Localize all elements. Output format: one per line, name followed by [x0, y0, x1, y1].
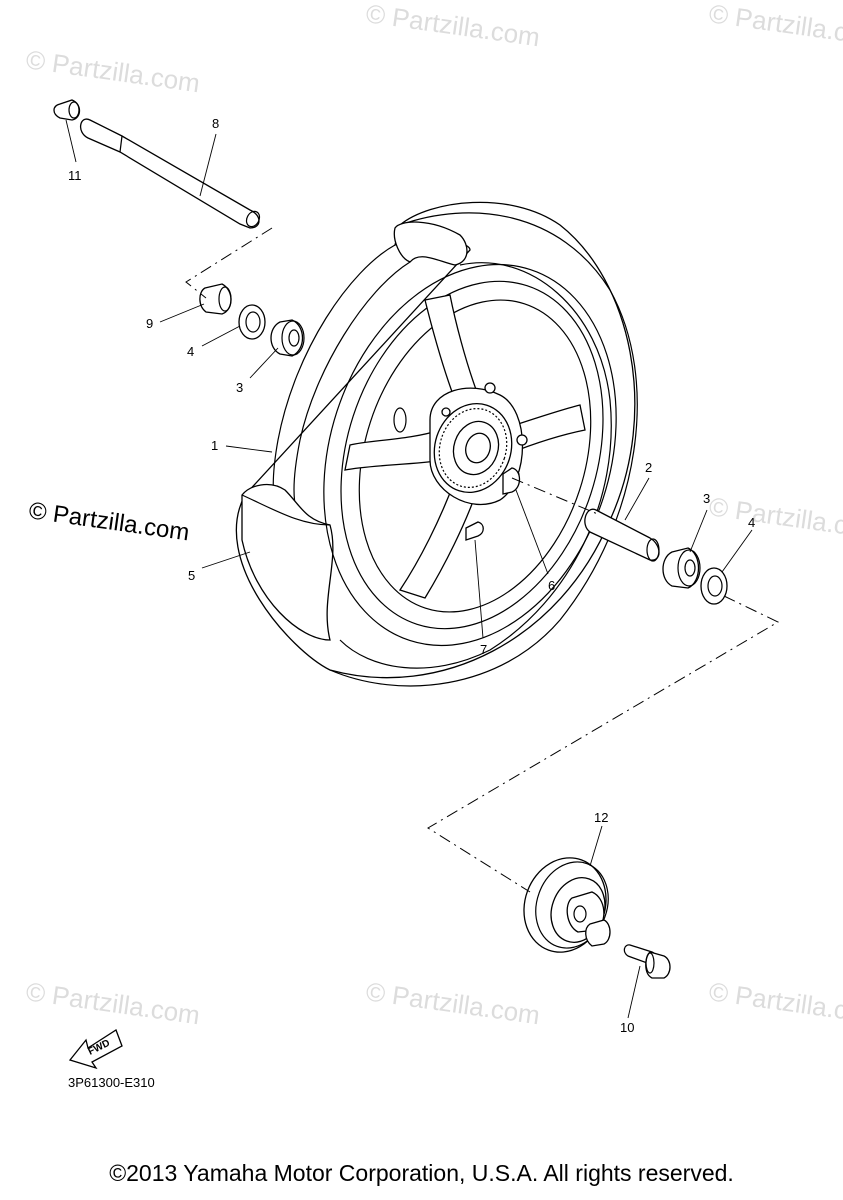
copyright-notice: ©2013 Yamaha Motor Corporation, U.S.A. A… [109, 1160, 734, 1186]
collar-9-end [218, 286, 232, 312]
leader-2 [624, 477, 650, 521]
diagram-code: 3P61300-E310 [68, 1075, 155, 1090]
callout-8: 8 [212, 116, 219, 131]
hub-bolt-1 [484, 382, 496, 394]
bearing-3-right-face [677, 549, 701, 587]
spacer-2-end [646, 538, 660, 562]
axle-8-step [119, 135, 123, 153]
gear-12-drive [585, 919, 611, 947]
watermark-8: © Partzilla.com [707, 976, 843, 1030]
callout-5: 5 [188, 568, 195, 583]
seal-4-left [238, 304, 266, 340]
hub-rotor-teeth [438, 408, 508, 488]
leader-12 [589, 825, 603, 867]
spacer-2 [584, 508, 660, 561]
bearing-3-left [270, 319, 304, 357]
bearing-3-right-inner [684, 559, 696, 577]
leader-11 [65, 119, 77, 163]
watermark-3: © Partzilla.com [707, 0, 843, 52]
leader-6 [515, 489, 549, 575]
rim-outer [323, 263, 617, 647]
callout-7: 7 [480, 642, 487, 657]
callout-10: 10 [620, 1020, 634, 1035]
callout-2: 2 [645, 460, 652, 475]
seal-4-right [700, 567, 728, 605]
valve-7 [465, 521, 484, 541]
spoke-top [424, 294, 479, 401]
watermark-7: © Partzilla.com [364, 976, 542, 1030]
callout-11: 11 [68, 168, 82, 183]
gear-12-rim [535, 861, 609, 949]
meter-gear-assembly [523, 857, 671, 979]
leader-lines [65, 119, 753, 1019]
bolt-10-head [645, 951, 671, 979]
wheel-assembly [235, 201, 638, 687]
watermark-5: © Partzilla.com [707, 491, 843, 545]
callout-12: 12 [594, 810, 608, 825]
rim-inner [358, 299, 592, 613]
leader-4a [201, 325, 241, 347]
leader-5 [201, 551, 251, 569]
spoke-hole [393, 407, 407, 433]
hub-bearing-inner [465, 432, 491, 464]
callout-3-right: 3 [703, 491, 710, 506]
fwd-arrow: FWD [68, 1029, 123, 1070]
leader-8 [199, 133, 217, 197]
watermark-1: © Partzilla.com [24, 44, 202, 98]
callout-3-left: 3 [236, 380, 243, 395]
bearing-3-right [662, 547, 700, 589]
leader-3b [689, 509, 708, 553]
leader-7 [474, 539, 484, 639]
callout-1: 1 [211, 438, 218, 453]
spoke-left [344, 429, 446, 471]
leader-1 [225, 445, 273, 453]
callout-6: 6 [548, 578, 555, 593]
tire-cutaway-line [241, 494, 331, 526]
dash-hub-right [511, 477, 601, 516]
leader-4b [721, 529, 753, 573]
leader-3a [249, 347, 279, 379]
seal-4-right-inner [707, 575, 723, 597]
gear-12-bore [573, 905, 587, 923]
watermark-main: © Partzilla.com [27, 497, 191, 546]
fwd-arrow-icon [68, 1029, 123, 1070]
seal-4-left-inner [245, 311, 261, 333]
callout-4-left: 4 [187, 344, 194, 359]
tire-sidewall-inner [293, 261, 411, 521]
hub-bolt-3 [441, 407, 451, 417]
tire-top-cutaway [393, 221, 468, 266]
leader-10 [627, 965, 641, 1019]
watermark-6: © Partzilla.com [24, 976, 202, 1030]
axle-8-end [245, 210, 261, 228]
bearing-3-left-inner [288, 329, 300, 347]
collar-9 [199, 283, 232, 315]
bearing-3-left-face [281, 320, 305, 356]
tire-outer-edge [329, 212, 638, 687]
dash-axle [185, 227, 273, 299]
rim-mid [340, 280, 604, 630]
spoke-bottom [398, 479, 479, 599]
callout-9: 9 [146, 316, 153, 331]
collar-11-end [68, 101, 80, 119]
callout-labels: 1 2 3 3 4 4 5 6 7 8 9 10 11 12 [68, 116, 755, 1035]
assembly-lines [185, 227, 780, 893]
dash-right-gear [427, 595, 780, 893]
axle-8 [80, 118, 260, 229]
leader-9 [159, 303, 205, 323]
watermark-2: © Partzilla.com [364, 0, 542, 52]
right-side-parts [584, 508, 728, 605]
axle-assembly [53, 99, 305, 357]
bolt-10-washer [645, 952, 655, 974]
callout-4-right: 4 [748, 515, 755, 530]
hub-bolt-2 [516, 434, 528, 446]
